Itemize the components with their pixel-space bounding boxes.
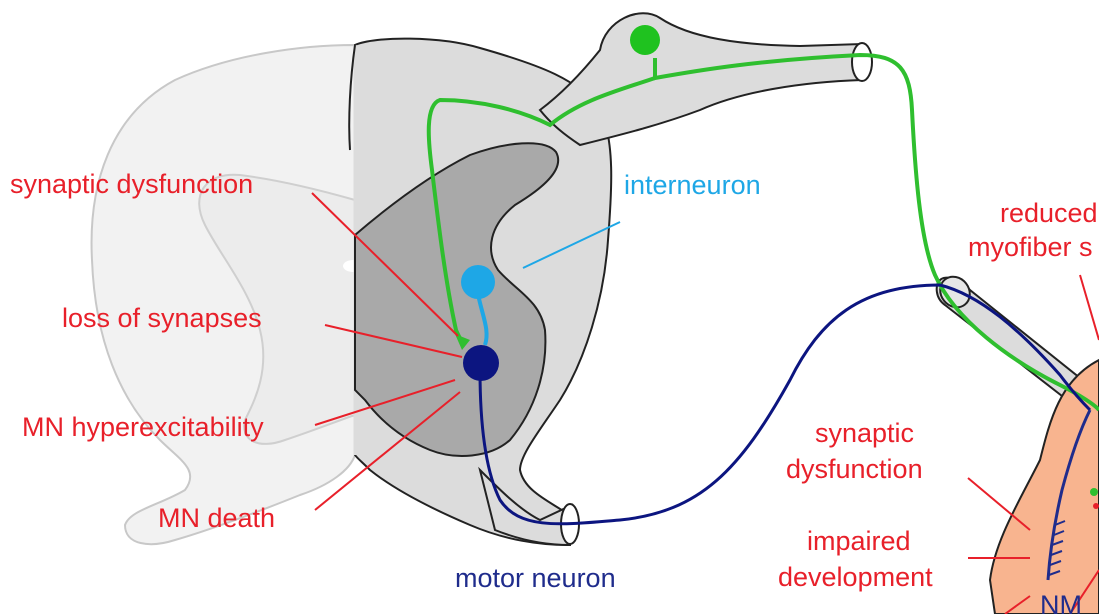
motor-neuron-body: [463, 345, 499, 381]
sensory-neuron-body: [630, 25, 660, 55]
label-reduced-line2: myofiber s: [968, 232, 1093, 262]
label-synaptic-dysfunction-2-line2: dysfunction: [786, 454, 923, 484]
label-mn-hyperexcitability: MN hyperexcitability: [22, 412, 264, 442]
label-impaired-development-line1: impaired: [807, 526, 911, 556]
dorsal-root: [540, 13, 862, 145]
label-loss-of-synapses: loss of synapses: [62, 303, 262, 333]
label-mn-death: MN death: [158, 503, 275, 533]
label-reduced-line1: reduced: [1000, 198, 1098, 228]
nmj-green-dot: [1090, 488, 1098, 496]
interneuron-body: [461, 265, 495, 299]
label-motor-neuron: motor neuron: [455, 563, 616, 593]
dorsal-root-end: [852, 43, 872, 81]
label-synaptic-dysfunction: synaptic dysfunction: [10, 169, 253, 199]
label-synaptic-dysfunction-2-line1: synaptic: [815, 418, 914, 448]
label-interneuron: interneuron: [624, 170, 761, 200]
label-nm-partial: NM: [1040, 590, 1082, 614]
label-impaired-development-line2: development: [778, 562, 933, 592]
nmj-red-dot: [1093, 503, 1099, 509]
